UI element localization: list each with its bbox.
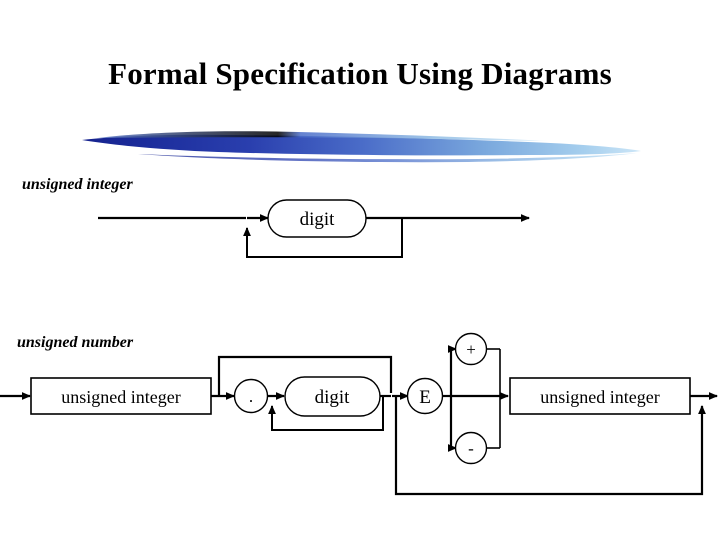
node-minus: - — [454, 431, 488, 465]
node-unsigned-integer-1-label: unsigned integer — [61, 387, 180, 407]
page-title: Formal Specification Using Diagrams — [108, 56, 612, 91]
node-digit-1: digit — [267, 199, 367, 238]
node-period-label: . — [249, 387, 253, 406]
node-digit-2: digit — [284, 376, 381, 417]
node-period: . — [233, 378, 269, 414]
diagram-label-unsigned-number: unsigned number — [17, 334, 134, 351]
node-exponent: E — [406, 377, 444, 415]
node-unsigned-integer-2-label: unsigned integer — [540, 387, 659, 407]
diagram-label-unsigned-integer: unsigned integer — [22, 176, 133, 193]
node-unsigned-integer-1: unsigned integer — [30, 377, 212, 415]
node-exponent-label: E — [419, 387, 431, 408]
node-unsigned-integer-2: unsigned integer — [509, 377, 691, 415]
brush-stroke-divider-icon — [82, 131, 641, 163]
node-digit-2-label: digit — [315, 387, 351, 408]
node-digit-1-label: digit — [300, 209, 336, 230]
node-minus-label: - — [468, 439, 474, 458]
node-plus: + — [454, 332, 488, 366]
node-plus-label: + — [466, 340, 476, 359]
